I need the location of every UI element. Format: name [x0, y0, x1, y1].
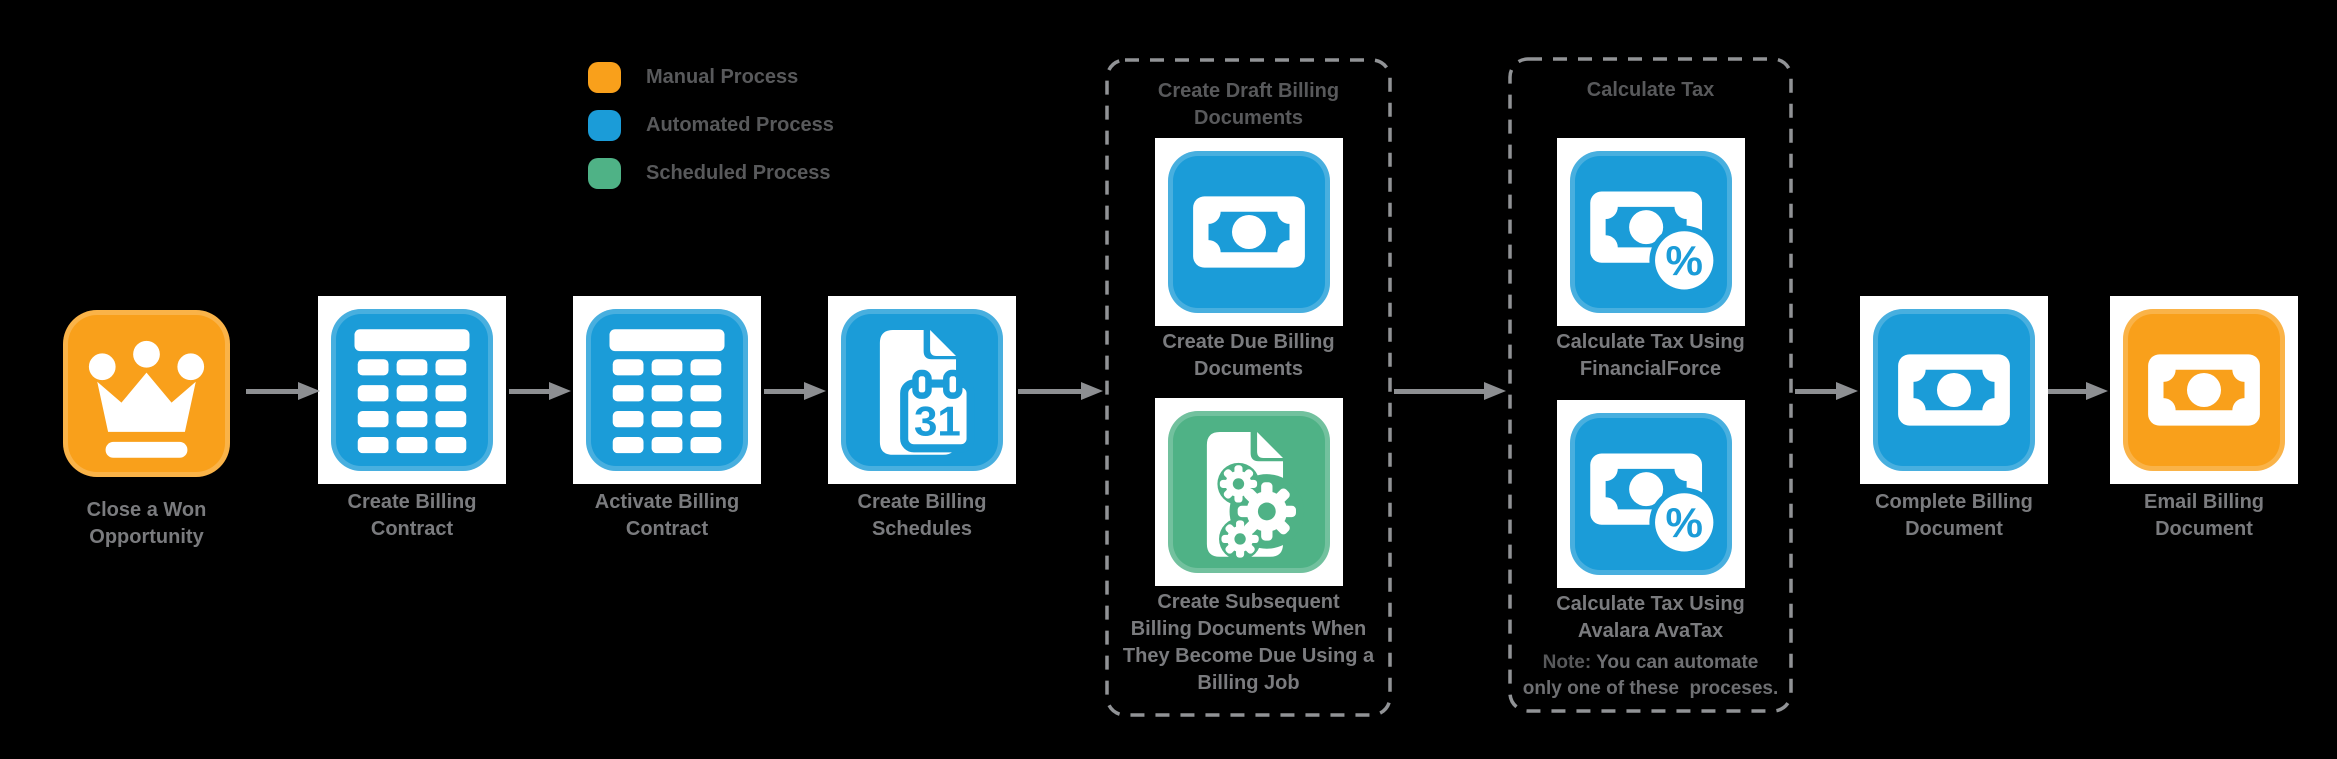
icon-panel [1154, 138, 1343, 326]
scheduled-process-swatch [588, 158, 621, 189]
document-calendar-icon: 31 [841, 309, 1003, 471]
step-create-billing-contract: Create Billing Contract [318, 296, 506, 540]
icon-panel: % [1556, 138, 1745, 326]
icon-panel: 31 [828, 296, 1016, 484]
legend-item-manual: Manual Process [588, 62, 834, 93]
step-create-subsequent-billing-documents: Create Subsequent Billing Documents When… [1123, 398, 1374, 694]
group-title: Create Draft Billing Documents [1157, 80, 1340, 129]
step-label: Create Due Billing Documents [1162, 331, 1335, 380]
step-complete-billing-document: Complete Billing Document [1860, 296, 2048, 540]
billing-table-icon [586, 309, 748, 471]
money-bill-icon [1873, 309, 2035, 471]
step-calculate-tax-avalara: % Calculate Tax Using Avalara AvaTax [1556, 400, 1745, 642]
flow-arrow [1018, 382, 1103, 400]
step-create-billing-schedules: 31 Create Billing Schedules [828, 296, 1016, 540]
note-label: Note: [1542, 652, 1592, 673]
icon-panel [318, 296, 506, 484]
step-label: Email Billing Document [2143, 491, 2265, 540]
legend-item-scheduled: Scheduled Process [588, 158, 834, 189]
step-label: Create Billing Schedules [857, 491, 987, 540]
flow-arrow [764, 382, 826, 400]
legend-item-label: Manual Process [646, 66, 799, 88]
flow-arrow [246, 382, 320, 400]
money-bill-icon [1167, 151, 1330, 313]
flow-arrow [1394, 382, 1506, 400]
group-calculate-tax: Calculate Tax % Calculate Tax U [1508, 57, 1793, 713]
svg-text:31: 31 [914, 397, 961, 444]
legend-item-label: Automated Process [646, 114, 834, 136]
manual-process-swatch [588, 62, 621, 93]
icon-panel: % [1556, 400, 1745, 588]
dashed-border [1508, 57, 1793, 713]
step-create-due-billing-documents: Create Due Billing Documents [1154, 138, 1343, 380]
step-label: Close a Won Opportunity [86, 499, 207, 548]
step-label: Calculate Tax Using Avalara AvaTax [1556, 593, 1745, 642]
note-text: You can automate only one of these proce… [1522, 652, 1779, 699]
flow-arrow [509, 382, 571, 400]
money-percent-icon: % [1569, 413, 1732, 575]
dashed-border [1105, 58, 1392, 717]
flow-arrow [2048, 382, 2108, 400]
money-bill-icon [2123, 309, 2285, 471]
icon-panel [1860, 296, 2048, 484]
step-activate-billing-contract: Activate Billing Contract [573, 296, 761, 540]
icon-panel [2110, 296, 2298, 484]
svg-text:%: % [1665, 499, 1702, 546]
crown-icon [63, 310, 230, 477]
svg-text:%: % [1665, 237, 1702, 284]
icon-panel [573, 296, 761, 484]
automated-process-swatch [588, 110, 621, 141]
icon-panel [1154, 398, 1343, 586]
group-create-draft-billing-documents: Create Draft Billing Documents Create Du… [1105, 58, 1392, 717]
note: Note: You can automate only one of these… [1508, 650, 1793, 702]
step-label: Create Subsequent Billing Documents When… [1122, 591, 1375, 694]
step-calculate-tax-financialforce: % Calculate Tax Using FinancialForce [1556, 138, 1745, 380]
step-email-billing-document: Email Billing Document [2110, 296, 2298, 540]
legend-item-label: Scheduled Process [646, 162, 831, 184]
step-close-won-opportunity: Close a Won Opportunity [63, 310, 230, 548]
legend-item-automated: Automated Process [588, 110, 834, 141]
flow-arrow [1795, 382, 1858, 400]
step-label: Complete Billing Document [1875, 491, 2033, 540]
step-label: Create Billing Contract [347, 491, 477, 540]
money-percent-icon: % [1569, 151, 1732, 313]
document-gears-icon [1167, 411, 1330, 573]
group-title: Calculate Tax [1586, 79, 1715, 101]
step-label: Calculate Tax Using FinancialForce [1556, 331, 1745, 380]
billing-table-icon [331, 309, 493, 471]
legend: Manual Process Automated Process Schedul… [588, 62, 834, 206]
step-label: Activate Billing Contract [594, 491, 740, 540]
